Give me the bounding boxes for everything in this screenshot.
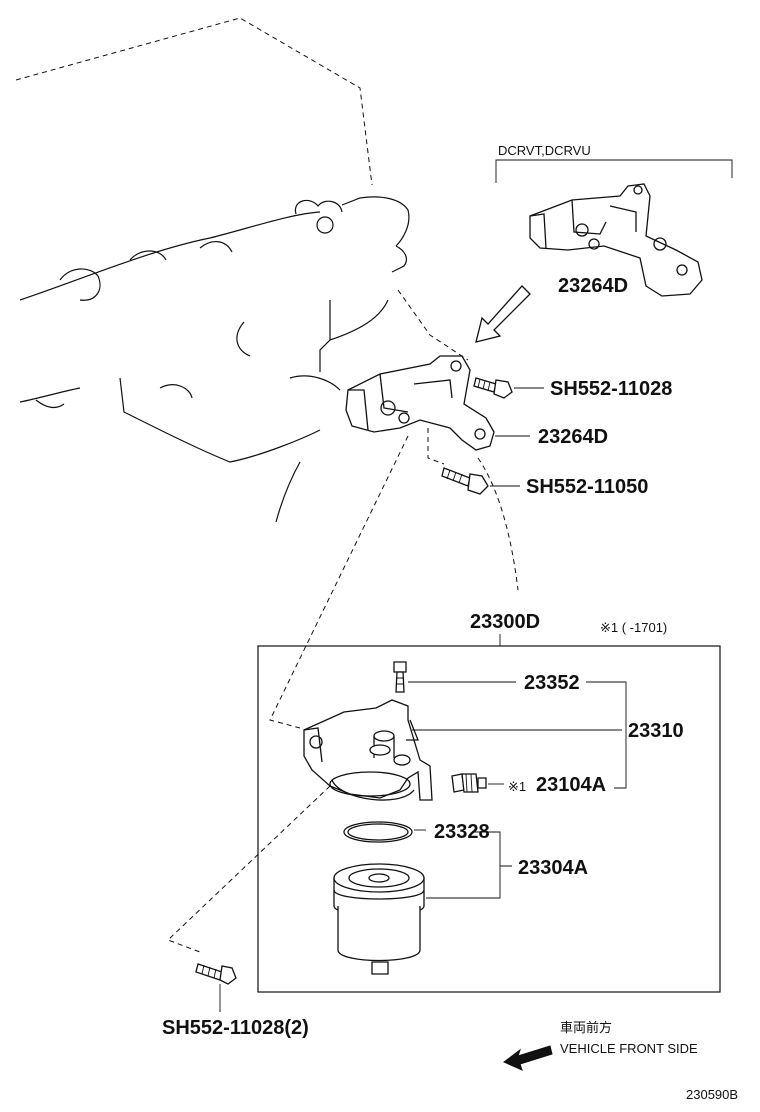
front-arrow-icon: [503, 1045, 553, 1071]
label-oring: 23328: [434, 821, 490, 843]
variant-bracket-line: [495, 159, 733, 183]
bolt-sh552-11028: [473, 377, 513, 399]
bolt-sh552-11028-bottom: [195, 963, 237, 985]
label-bolt-mid: SH552-11050: [526, 476, 648, 498]
element-23304a: [333, 863, 425, 975]
plug-23352: [393, 661, 407, 693]
dash-arc: [477, 457, 519, 591]
label-bolt-bottom: SH552-11028(2): [162, 1017, 309, 1039]
variant-note: DCRVT,DCRVU: [498, 143, 591, 158]
label-element: 23304A: [518, 857, 588, 879]
footnote: ※1 ( -1701): [600, 620, 667, 635]
diagram-code: 230590B: [686, 1087, 738, 1102]
bracket-23264d: [345, 355, 495, 451]
front-label-en: VEHICLE FRONT SIDE: [560, 1041, 698, 1056]
group-bracket-element: [472, 831, 501, 866]
dash-bolt-mid: [427, 428, 445, 465]
label-assembly: 23300D: [470, 611, 540, 633]
label-bracket-alt: 23264D: [558, 275, 628, 297]
oring-23328: [343, 821, 413, 843]
bolt-sh552-11050: [441, 467, 489, 495]
label-sensor: 23104A: [536, 774, 606, 796]
label-bolt-top: SH552-11028: [550, 378, 672, 400]
label-bracket: 23264D: [538, 426, 608, 448]
leader-element: [426, 865, 512, 899]
assembly-box: [257, 645, 721, 993]
engine-outline: [15, 17, 469, 523]
bracket-23264d-alt: [529, 183, 703, 297]
label-plug: 23352: [524, 672, 580, 694]
label-housing: 23310: [628, 720, 684, 742]
dash-bolt-bottom: [167, 785, 331, 953]
front-label-jp: 車両前方: [560, 1020, 612, 1035]
housing-23310: [303, 699, 433, 801]
hollow-arrow-icon: [475, 285, 531, 343]
variant-group: DCRVT,DCRVU: [495, 143, 733, 183]
sensor-23104a: [451, 773, 487, 793]
sensor-mark: ※1: [508, 779, 526, 794]
group-bracket-housing: [586, 681, 627, 789]
dash-housing: [269, 435, 409, 729]
